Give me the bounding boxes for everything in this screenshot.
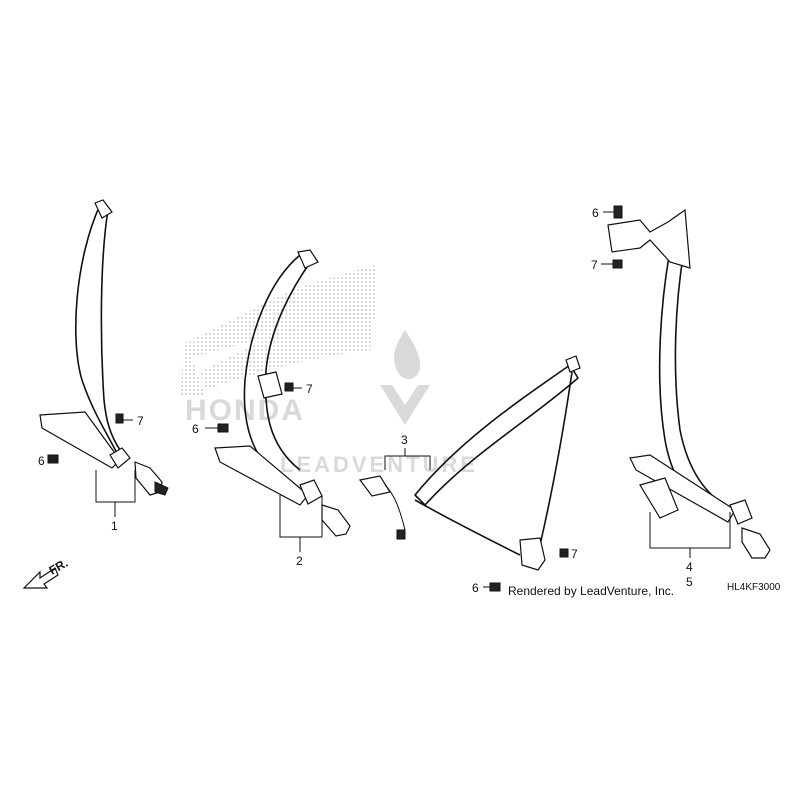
callout-part-6-c: 6: [472, 581, 479, 595]
callout-part-5: 5: [686, 575, 693, 589]
callout-part-7-b: 7: [306, 382, 313, 396]
leader-lines: [48, 211, 731, 588]
callout-part-7-c: 7: [571, 547, 578, 561]
callout-part-3: 3: [401, 433, 408, 447]
callout-part-1: 1: [111, 519, 118, 533]
callout-part-7-a: 7: [137, 414, 144, 428]
diagram-code: HL4KF3000: [727, 582, 781, 593]
callout-part-6-d: 6: [592, 206, 599, 220]
callout-part-6-a: 6: [38, 454, 45, 468]
seat-belt-assembly-1[interactable]: [39, 199, 169, 496]
front-direction-arrow: FR.: [22, 556, 70, 589]
watermark-flame-logo: [380, 330, 430, 425]
render-credit: Rendered by LeadVenture, Inc.: [508, 584, 674, 598]
callout-part-2: 2: [296, 554, 303, 568]
callout-part-6-b: 6: [192, 422, 199, 436]
callout-part-4: 4: [686, 560, 693, 574]
seat-belt-assembly-2[interactable]: [214, 249, 351, 537]
callout-part-7-d: 7: [591, 258, 598, 272]
seat-belt-assembly-4-5[interactable]: [607, 205, 771, 559]
watermark-honda-wing-logo: [180, 265, 375, 395]
watermark-company-text: LEADVENTURE: [280, 452, 478, 477]
